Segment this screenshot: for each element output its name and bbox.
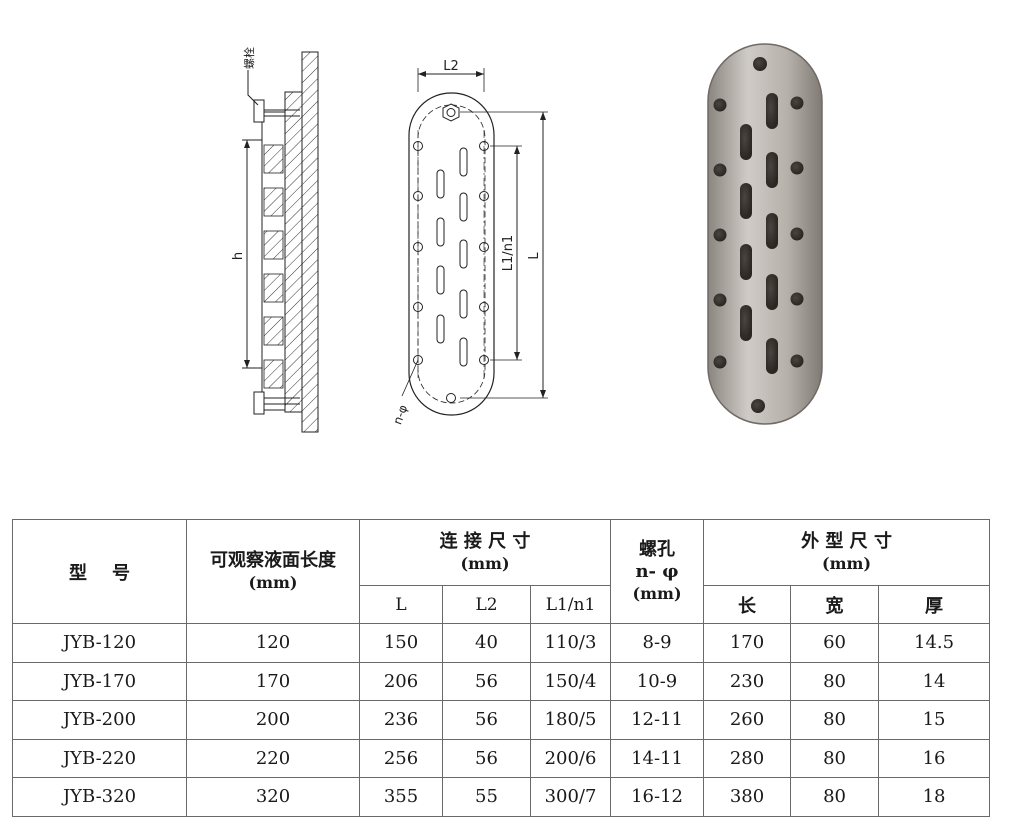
product-photo: [707, 43, 823, 425]
header-outer: 外 型 尺 寸 (mm): [703, 519, 991, 586]
header-thickness: 厚: [878, 585, 991, 624]
cell-model: JYB-200: [12, 700, 187, 740]
cell-L1n1: 200/6: [529, 738, 612, 778]
side-view: 螺栓 h: [231, 47, 319, 433]
cell-holes: 8-9: [610, 623, 705, 663]
l2-label: L2: [443, 59, 459, 74]
cell-visible: 200: [186, 700, 360, 740]
cell-L1n1: 180/5: [529, 700, 612, 740]
cell-visible: 220: [186, 738, 360, 778]
glass-section-blocks: [263, 144, 284, 389]
cell-holes: 16-12: [610, 777, 705, 817]
cell-model: JYB-220: [12, 738, 187, 778]
cell-L: 355: [359, 777, 443, 817]
cell-length: 230: [703, 661, 792, 701]
cell-L2: 56: [442, 738, 531, 778]
cell-L2: 56: [442, 661, 531, 701]
cell-L1n1: 300/7: [529, 777, 612, 817]
cell-model: JYB-320: [12, 777, 187, 817]
bolt-leader-line: [247, 70, 259, 106]
header-connection: 连 接 尺 寸 (mm): [358, 519, 612, 586]
l1n1-label: L1/n1: [501, 235, 516, 271]
plate-slots: [740, 93, 778, 374]
table-row: JYB-120 120 150 40 110/3 8-9 170 60 14.5: [12, 623, 991, 663]
header-L1n1: L1/n1: [529, 585, 612, 624]
header-holes: 螺孔 n- φ (mm): [610, 519, 705, 624]
cell-thickness: 14.5: [878, 623, 991, 663]
cell-L2: 56: [442, 700, 531, 740]
header-L2: L2: [442, 585, 531, 624]
cell-model: JYB-170: [12, 661, 187, 701]
header-L: L: [359, 585, 443, 624]
cell-model: JYB-120: [12, 623, 187, 663]
holes-leader-line: [401, 359, 419, 397]
cell-L1n1: 150/4: [529, 661, 612, 701]
cell-thickness: 14: [878, 661, 991, 701]
technical-drawings: 螺栓 h: [231, 43, 823, 433]
cell-length: 280: [703, 738, 792, 778]
metal-plate: [707, 43, 823, 425]
cell-L2: 40: [442, 623, 531, 663]
cell-thickness: 15: [878, 700, 991, 740]
cell-length: 260: [703, 700, 792, 740]
cell-holes: 12-11: [610, 700, 705, 740]
cell-L: 236: [359, 700, 443, 740]
cell-length: 380: [703, 777, 792, 817]
l-label: L: [527, 252, 542, 260]
top-bolt-hex: [442, 103, 460, 122]
vessel-wall: [301, 51, 319, 433]
front-view: L2 L1/n1 L n-φ: [390, 59, 548, 426]
header-width: 宽: [790, 585, 880, 624]
bolt-bottom: [253, 391, 300, 415]
bolt-top: [253, 99, 300, 123]
cell-visible: 170: [186, 661, 360, 701]
spec-table: 型 号 可观察液面长度 (mm) 连 接 尺 寸 (mm) 螺孔 n- φ (m…: [12, 519, 991, 817]
cell-holes: 10-9: [610, 661, 705, 701]
cell-L: 256: [359, 738, 443, 778]
cell-width: 80: [790, 777, 880, 817]
bolt-label: 螺栓: [242, 47, 256, 69]
cell-width: 80: [790, 661, 880, 701]
holes-label: n-φ: [390, 403, 410, 427]
wall-flange: [284, 91, 303, 413]
header-model: 型 号: [12, 519, 187, 624]
cell-visible: 320: [186, 777, 360, 817]
drawings-svg: 螺栓 h: [231, 43, 823, 433]
table-row: JYB-170 170 206 56 150/4 10-9 230 80 14: [12, 661, 991, 701]
table-row: JYB-200 200 236 56 180/5 12-11 260 80 15: [12, 700, 991, 740]
cell-thickness: 16: [878, 738, 991, 778]
view-slots: [436, 147, 468, 367]
cell-visible: 120: [186, 623, 360, 663]
table-row: JYB-220 220 256 56 200/6 14-11 280 80 16: [12, 738, 991, 778]
cell-width: 60: [790, 623, 880, 663]
cell-width: 80: [790, 738, 880, 778]
h-label: h: [231, 252, 246, 260]
header-visible-length: 可观察液面长度 (mm): [186, 519, 360, 624]
plate-outline: [408, 92, 495, 416]
cell-thickness: 18: [878, 777, 991, 817]
cell-holes: 14-11: [610, 738, 705, 778]
cell-L: 150: [359, 623, 443, 663]
cell-width: 80: [790, 700, 880, 740]
bottom-hole: [446, 393, 456, 403]
cell-L2: 55: [442, 777, 531, 817]
header-length: 长: [703, 585, 792, 624]
cell-L: 206: [359, 661, 443, 701]
cell-length: 170: [703, 623, 792, 663]
table-row: JYB-320 320 355 55 300/7 16-12 380 80 18: [12, 777, 991, 817]
plate-holes: [713, 57, 804, 413]
cell-L1n1: 110/3: [529, 623, 612, 663]
